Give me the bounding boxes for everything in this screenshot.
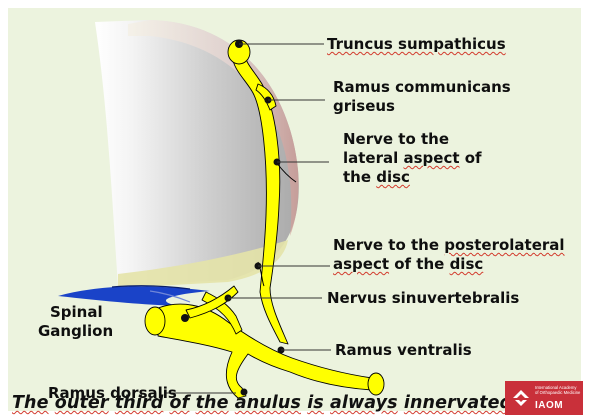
iaom-logo-icon (511, 388, 531, 408)
label-nerve-lateral-aspect: Nerve to the lateral aspect of the disc (343, 130, 482, 187)
label-nervus-sinuvertebralis: Nervus sinuvertebralis (327, 289, 519, 308)
logo-title: IAOM (535, 400, 563, 411)
label-spinal-ganglion: Spinal Ganglion (50, 303, 113, 341)
iaom-logo: International Academy of Orthopaedic Med… (505, 381, 583, 415)
label-ramus-communicans: Ramus communicans griseus (333, 78, 511, 116)
label-ramus-ventralis: Ramus ventralis (335, 341, 472, 360)
logo-subtitle: International Academy of Orthopaedic Med… (535, 385, 580, 395)
label-nerve-posterolateral-aspect: Nerve to the posterolateral aspect of th… (333, 236, 565, 274)
label-truncus-sympathicus: Truncus sumpathicus (327, 35, 506, 54)
slide-caption: The outer third of the anulus is always … (12, 393, 512, 413)
